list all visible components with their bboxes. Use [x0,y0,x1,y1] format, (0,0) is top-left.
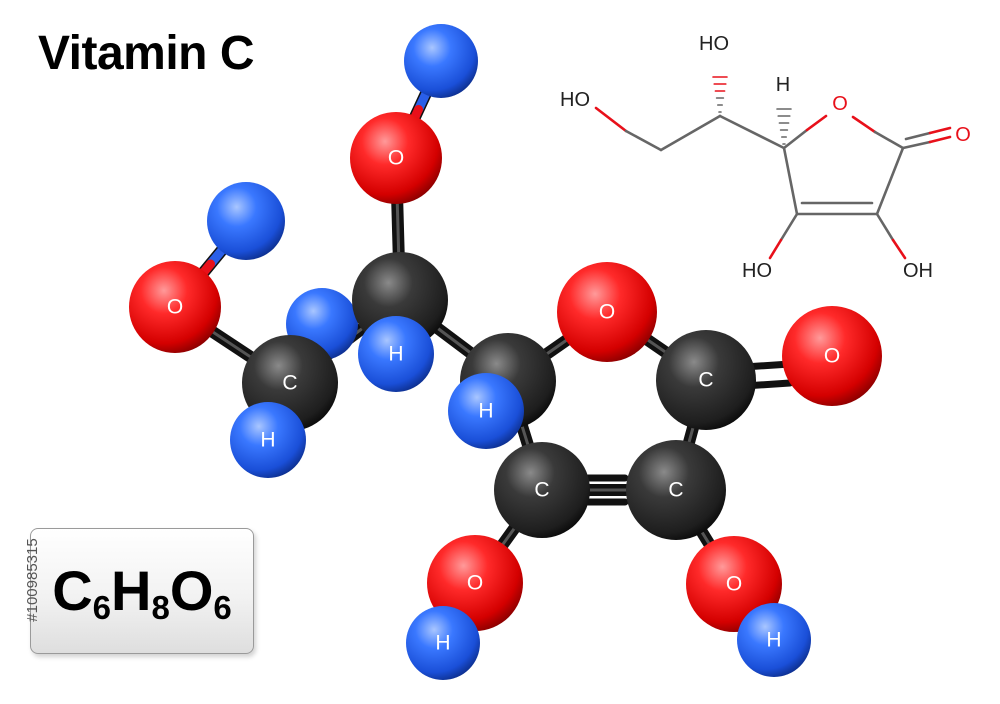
carbon-atom-c-ring3: C [494,442,590,538]
formula-subscript: 6 [92,589,112,626]
atom-sphere [448,373,524,449]
atom-sphere [230,402,306,478]
sk-keto-a-red [928,135,952,144]
sk-oh-left-red [768,238,783,260]
formula-element: C [52,559,93,622]
formula-subscript: 8 [151,589,170,626]
sk-ring-c1-c2 [875,146,905,216]
hydrogen-atom-h-left [207,182,285,260]
sk-label-ho-bottom: HO [742,260,772,282]
sk-label-o-keto: O [955,124,971,146]
sk-label-oh-bottom: OH [903,260,933,282]
atom-label: H [435,632,450,655]
hydrogen-atom-h-c-left: H [230,402,306,478]
sk-ring-c4-o-red [805,114,828,132]
carbon-atom-c-ring2: C [626,440,726,540]
atom-label: C [698,369,713,392]
atom-label: H [260,429,275,452]
atom-sphere [626,440,726,540]
sk-ring-o-c1-red [851,115,877,134]
sk-oh-right-red [891,238,907,260]
oxygen-atom-o-keto: O [782,306,882,406]
sk-bond-ch2-choh [659,114,722,152]
atom-sphere [656,330,756,430]
atom-label: O [167,296,183,319]
atom-label: O [726,573,742,596]
sk-ring-c3-c4 [782,146,799,216]
page-title: Vitamin C [38,27,255,80]
oxygen-atom-o-ring: O [557,262,657,362]
carbon-atom-c-ring1: C [656,330,756,430]
atom-sphere [404,24,478,98]
hydrogen-atom-h-ring4: H [448,373,524,449]
atom-label: C [534,479,549,502]
atom-label: C [668,479,683,502]
atom-label: H [388,343,403,366]
sk-bond-ho-ch2-b [624,129,663,152]
sk-keto-a [901,140,932,150]
oxygen-atom-o-left: O [129,261,221,353]
sk-ring-c4-o [782,128,809,150]
atom-sphere [737,603,811,677]
sk-label-ho-left: HO [560,89,590,111]
sk-keto-b [904,131,932,141]
atom-sphere [406,606,480,680]
sk-label-h: H [776,74,790,96]
hydrogen-atom-h-bl: H [406,606,480,680]
atom-sphere [129,261,221,353]
atom-label: O [599,301,615,324]
sk-bond-choh-c4 [718,114,786,150]
atom-sphere [494,442,590,538]
oxygen-atom-o-top: O [350,112,442,204]
sk-label-o-ring: O [832,93,848,115]
atom-sphere [782,306,882,406]
atom-sphere [358,316,434,392]
atom-label: O [824,345,840,368]
sk-label-ho-top: HO [699,33,729,55]
hydrogen-atom-h-top [404,24,478,98]
atom-label: C [282,372,297,395]
stock-id-text: #100985315 [24,538,41,622]
sk-bond-ho-ch2 [594,106,628,133]
sk-keto-b-red [928,126,952,135]
atom-label: O [388,147,404,170]
atom-sphere [557,262,657,362]
atom-sphere [350,112,442,204]
skeletal-formula: HO H HO O O HO OH [560,33,971,282]
sk-oh-right [875,212,895,242]
sk-oh-left [779,212,799,242]
formula-element: O [169,559,214,622]
hydrogen-atom-h-br: H [737,603,811,677]
formula-subscript: 6 [213,589,232,626]
atom-label: H [478,400,493,423]
atom-label: H [766,629,781,652]
hydrogen-atom-h-c-top: H [358,316,434,392]
atom-sphere [207,182,285,260]
sk-ring-o-c1 [873,130,905,150]
atom-label: O [467,572,483,595]
formula-element: H [111,559,152,622]
stock-id: #100985315 [4,470,41,690]
